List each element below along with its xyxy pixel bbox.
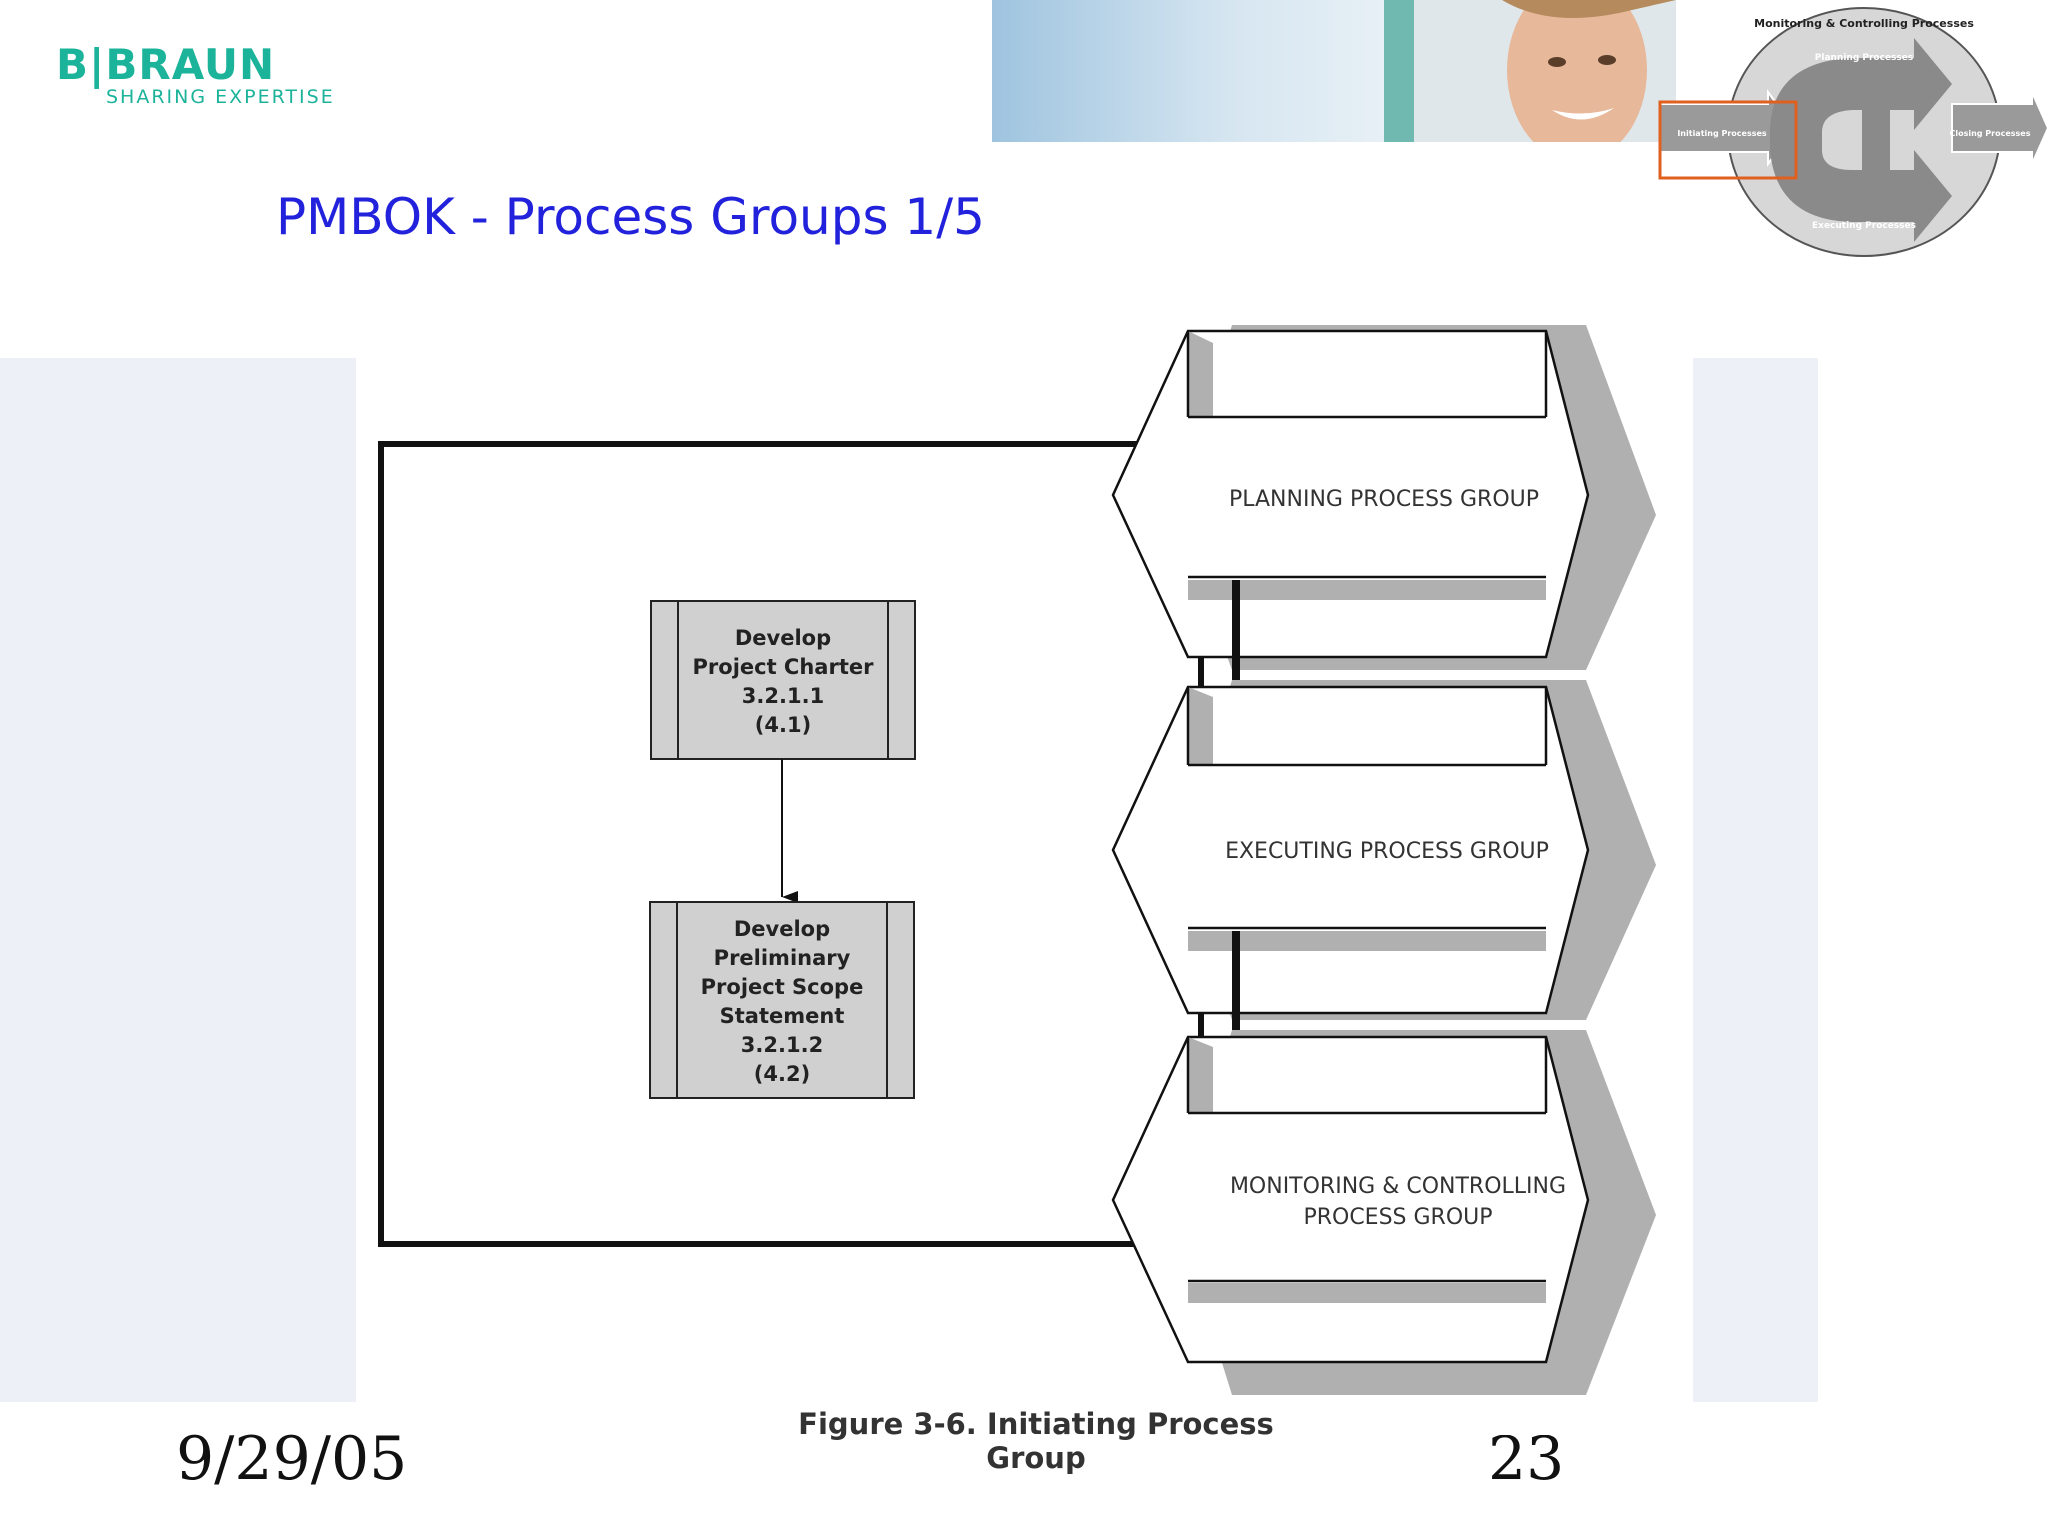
monitoring-group-label-line2: PROCESS GROUP	[1303, 1205, 1492, 1230]
monitoring-controlling-process-group-arrow	[1111, 1030, 1656, 1395]
slide-title: PMBOK - Process Groups 1/5	[276, 188, 985, 246]
cycle-planning-label: Planning Processes	[1815, 53, 1913, 63]
planning-group-label: PLANNING PROCESS GROUP	[1229, 487, 1539, 512]
figure-caption: Figure 3-6. Initiating Process Group	[798, 1407, 1274, 1475]
box1-line1: Develop	[735, 626, 831, 650]
executing-group-label: EXECUTING PROCESS GROUP	[1225, 839, 1549, 864]
cycle-closing-label: Closing Processes	[1949, 129, 2030, 138]
process-box-develop-preliminary-scope: Develop Preliminary Project Scope Statem…	[649, 901, 915, 1099]
box2-line1: Develop	[734, 917, 830, 941]
brand-tagline: SHARING EXPERTISE	[106, 86, 335, 108]
box2-line6: (4.2)	[754, 1062, 810, 1086]
box2-line2: Preliminary	[714, 946, 851, 970]
initiating-highlight	[1658, 100, 1798, 180]
cycle-top-label: Monitoring & Controlling Processes	[1754, 17, 1974, 30]
planning-process-group-arrow	[1111, 325, 1656, 760]
brand-logo: B|BRAUN	[56, 40, 276, 89]
box1-line2: Project Charter	[693, 655, 875, 679]
box1-line3: 3.2.1.1	[742, 684, 824, 708]
process-box-develop-project-charter: Develop Project Charter 3.2.1.1 (4.1)	[650, 600, 916, 760]
process-cycle-graphic: Monitoring & Controlling Processes Plann…	[1652, 0, 2048, 262]
left-side-panel	[0, 358, 356, 1402]
box2-line3: Project Scope	[701, 975, 864, 999]
footer-date: 9/29/05	[176, 1424, 408, 1494]
monitoring-group-label-line1: MONITORING & CONTROLLING	[1230, 1174, 1566, 1199]
initiating-process-diagram: PLANNING PROCESS GROUP EXECUTING PROCESS…	[356, 325, 1693, 1435]
box1-line4: (4.1)	[755, 713, 811, 737]
box2-line5: 3.2.1.2	[741, 1033, 823, 1057]
box2-line4: Statement	[720, 1004, 845, 1028]
cycle-initiating-label: Initiating Processes	[1677, 129, 1767, 138]
executing-process-group-arrow	[1111, 680, 1656, 1111]
footer-page-number: 23	[1488, 1424, 1565, 1494]
header-photo-banner	[992, 0, 1676, 142]
cycle-executing-label: Executing Processes	[1812, 221, 1916, 231]
right-side-panel	[1693, 358, 1818, 1402]
initiating-group-frame	[378, 441, 1204, 1247]
